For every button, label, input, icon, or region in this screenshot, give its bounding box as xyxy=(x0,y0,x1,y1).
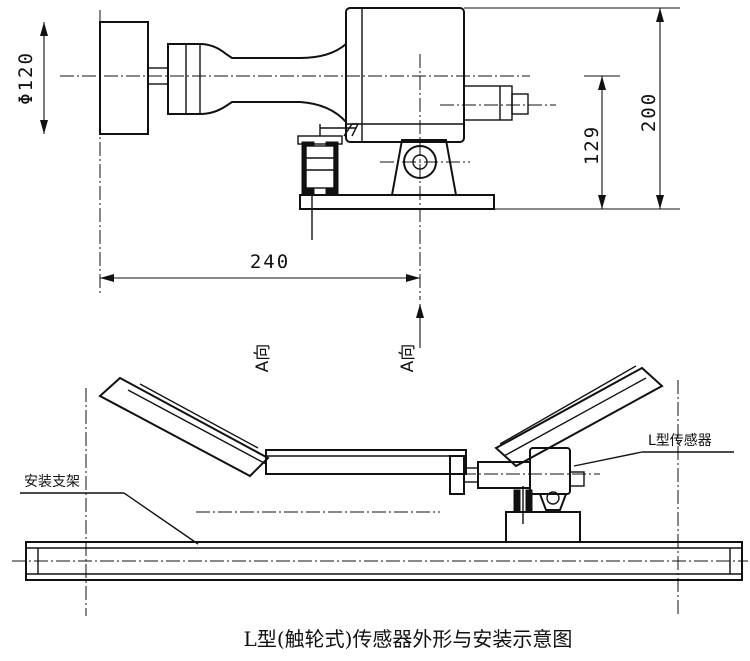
view-label-right: A向 xyxy=(398,344,418,373)
label-bracket: 安装支架 xyxy=(24,474,80,490)
callout-sensor: L型传感器 xyxy=(573,432,734,467)
figure-caption: L型(触轮式)传感器外形与安装示意图 xyxy=(244,627,573,651)
arm-tube xyxy=(167,41,347,125)
mounted-arm xyxy=(477,461,531,489)
spring-mechanism xyxy=(297,123,360,240)
idler-roller-right xyxy=(494,365,664,468)
view-direction-left: A向 xyxy=(253,344,273,373)
dim-length: 240 xyxy=(100,251,420,282)
installation-view: 安装支架 L型传感器 xyxy=(12,365,748,616)
sensor-mounted xyxy=(449,447,585,543)
touch-wheel xyxy=(99,21,149,135)
dim-height-axis: 129 xyxy=(581,75,620,209)
mounted-pivot xyxy=(539,493,567,511)
mounted-base-block xyxy=(505,511,581,543)
dim-height-axis-label: 129 xyxy=(581,125,603,165)
sensor-housing xyxy=(345,7,465,143)
view-label-left: A向 xyxy=(253,344,273,373)
dim-length-label: 240 xyxy=(250,251,290,273)
idler-roller-left xyxy=(98,376,270,478)
mounted-gland xyxy=(569,471,585,487)
gland-nut xyxy=(511,93,529,115)
mounted-housing xyxy=(529,447,571,495)
dim-height-total: 200 xyxy=(464,7,680,210)
base-plate xyxy=(299,194,495,210)
dim-diameter-label: Φ120 xyxy=(15,51,37,105)
sensor-outline-view: Φ120 200 129 240 A向 xyxy=(15,7,680,373)
callout-bracket: 安装支架 xyxy=(20,474,199,545)
idler-roller-center xyxy=(265,449,467,475)
dim-height-total-label: 200 xyxy=(638,92,660,132)
dim-diameter: Φ120 xyxy=(15,22,48,134)
cable-gland xyxy=(463,85,513,121)
label-sensor: L型传感器 xyxy=(648,432,712,449)
view-direction-right: A向 xyxy=(398,304,424,372)
